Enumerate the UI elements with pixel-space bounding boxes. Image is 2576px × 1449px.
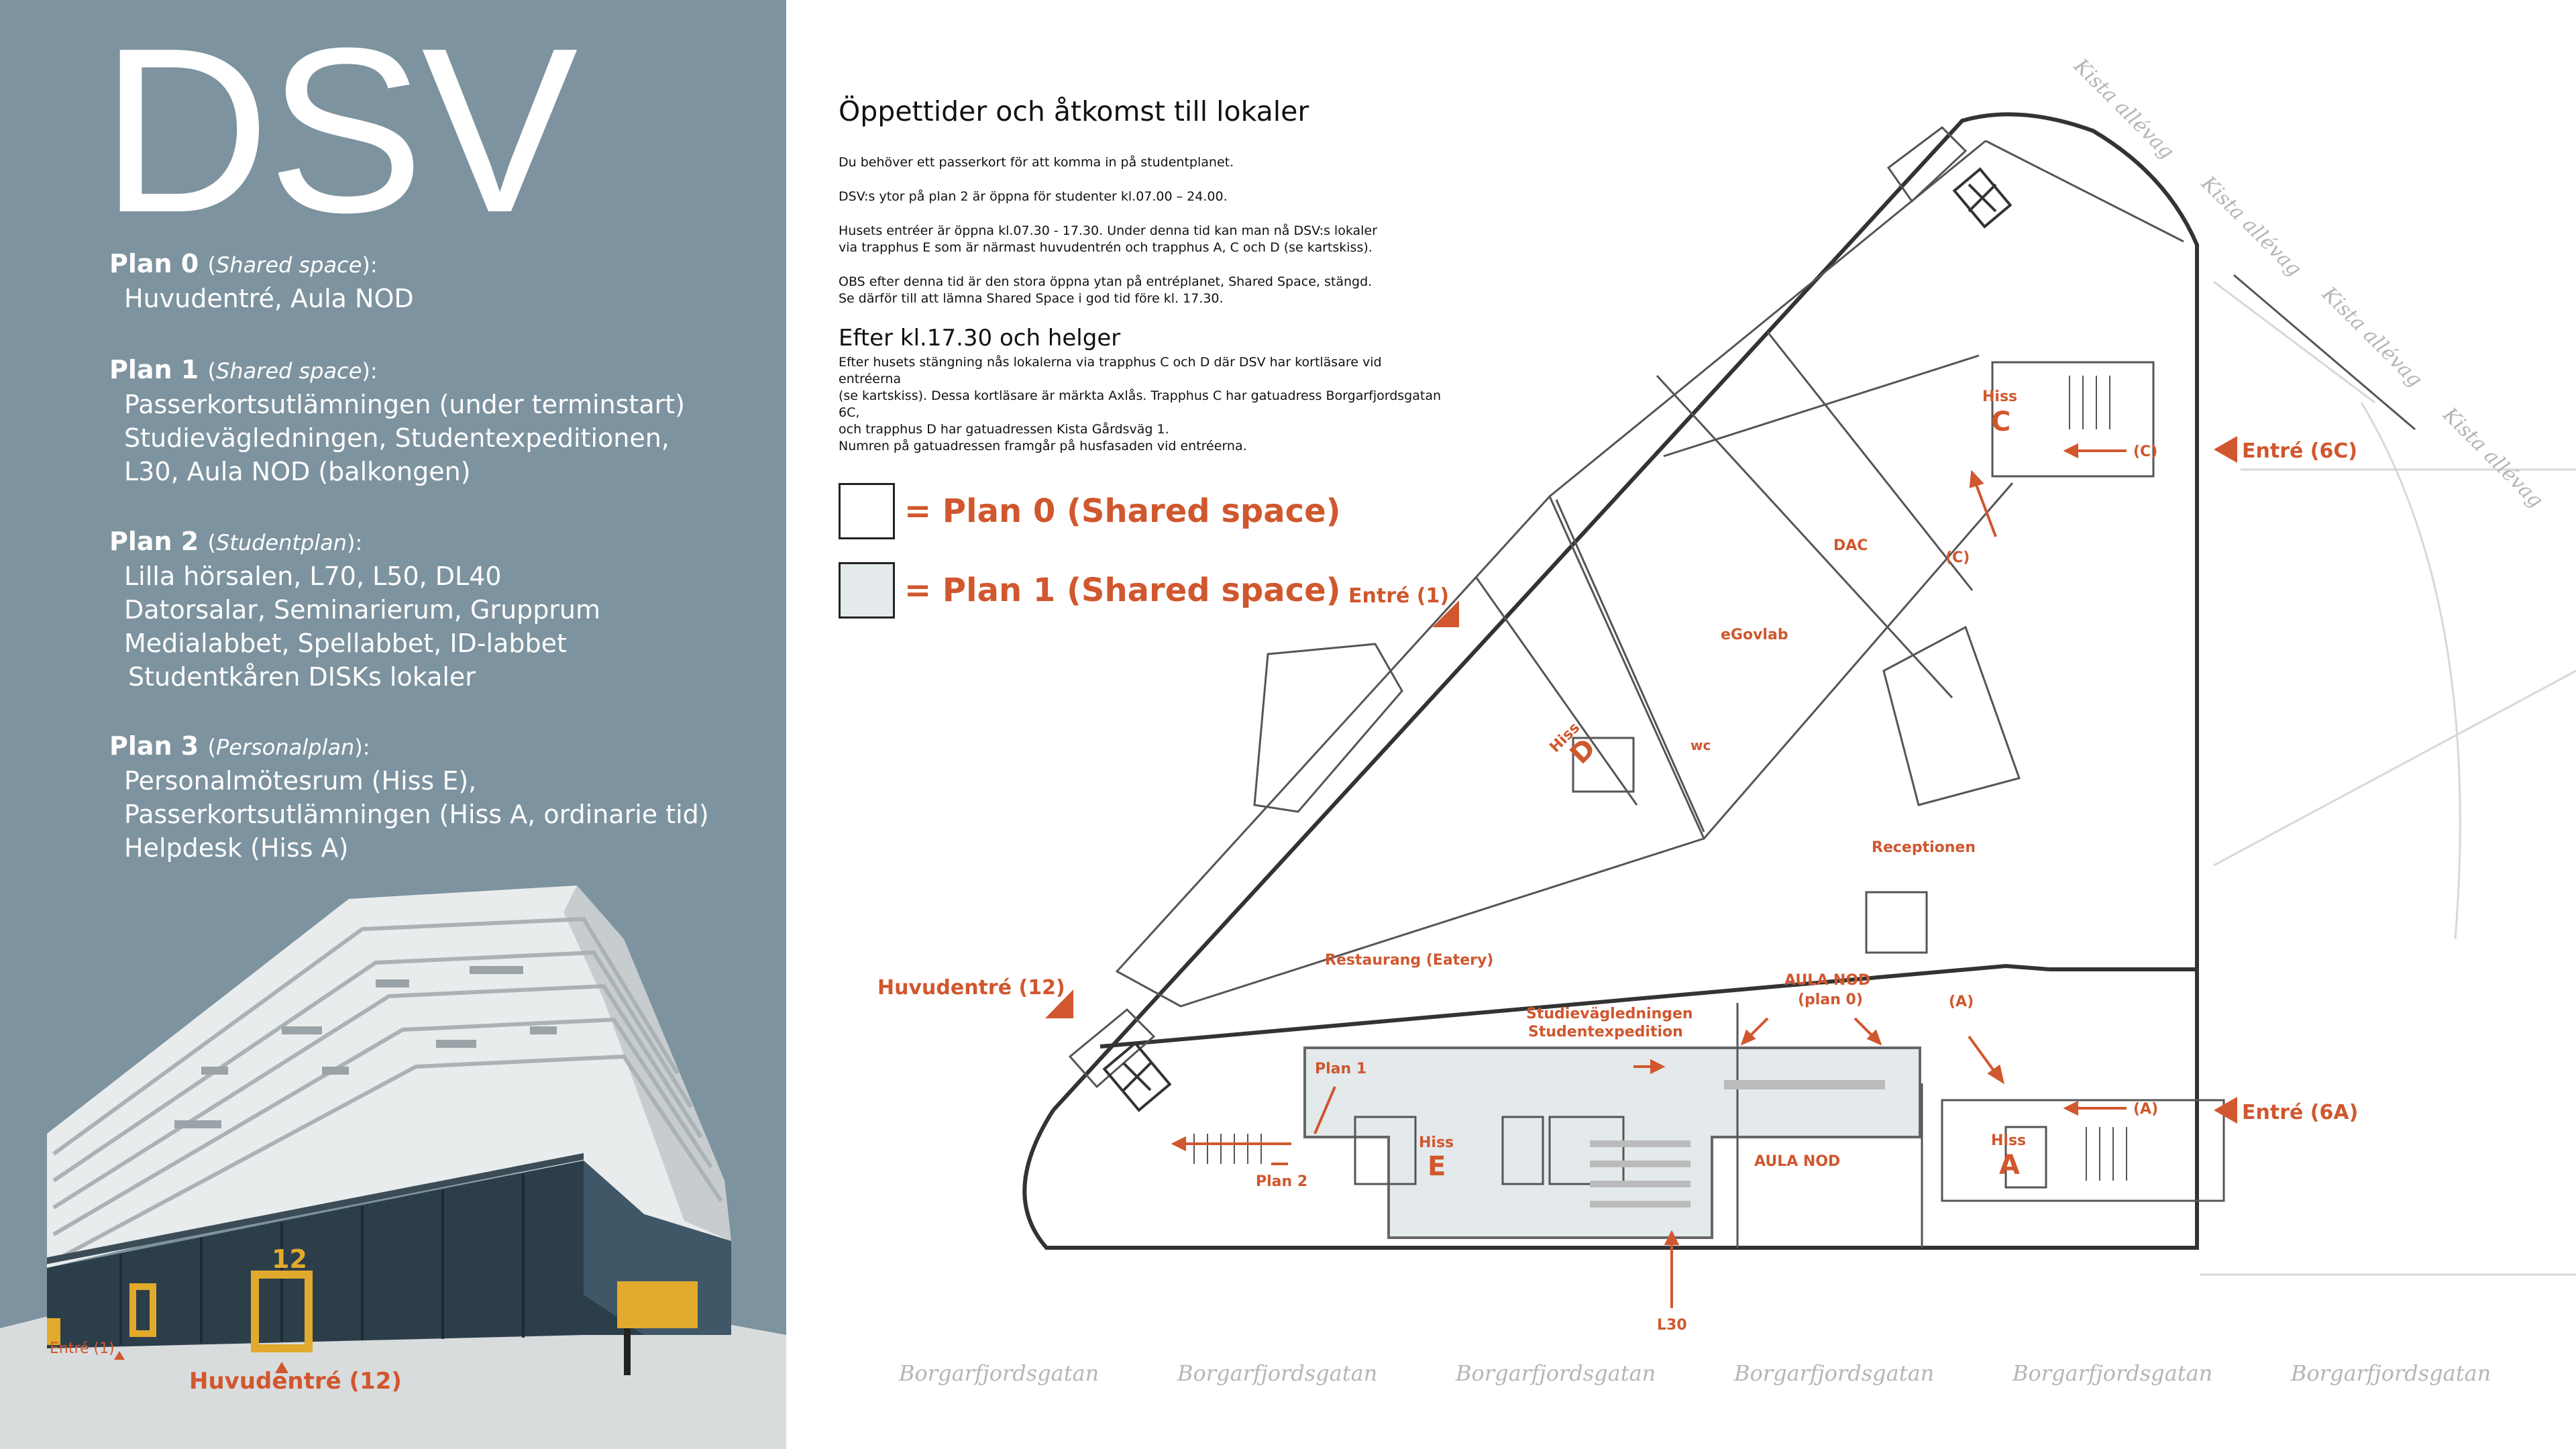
- info-paragraph: Du behöver ett passerkort för att komma …: [839, 155, 1234, 170]
- legend-plan1: = Plan 1 (Shared space): [839, 562, 1341, 619]
- dsv-logo: DSV: [101, 0, 578, 262]
- label-c-1: (C): [2133, 443, 2157, 460]
- plan-1-block: Plan 1 (Shared space): Passerkortsutlämn…: [109, 353, 685, 488]
- street-borgar-3: Borgarfjordsgatan: [1455, 1360, 1656, 1386]
- info-line: Husets entréer är öppna kl.07.30 - 17.30…: [839, 223, 1377, 238]
- room-l30: L30: [1657, 1317, 1687, 1334]
- legend-swatch: [839, 483, 895, 539]
- plan-item: Studievägledningen, Studentexpeditionen,: [124, 423, 669, 453]
- street-kista-1: Kista allévag: [2069, 54, 2179, 164]
- label-a-2: (A): [1949, 994, 1974, 1010]
- hiss-a-letter: A: [1999, 1150, 2020, 1181]
- room-aula-plan0-a: AULA NOD: [1784, 972, 1870, 989]
- info-paragraph: DSV:s ytor på plan 2 är öppna för studen…: [839, 189, 1228, 204]
- plan-item: Lilla hörsalen, L70, L50, DL40: [124, 561, 502, 591]
- plan-name: Plan 1: [109, 355, 199, 384]
- entre-6c-label: Entré (6C): [2242, 439, 2357, 463]
- plan-item: Passerkortsutlämningen (under terminstar…: [124, 390, 685, 419]
- street-kista-2: Kista allévag: [2196, 171, 2306, 281]
- plan-item: Personalmötesrum (Hiss E),: [124, 766, 477, 796]
- plan-type: Studentplan: [215, 530, 347, 555]
- street-kista-3: Kista allévag: [2317, 282, 2427, 392]
- building-illustration: 12 Entré (1) Huvudentré (12): [0, 885, 786, 1449]
- entre-1-marker: [1432, 600, 1459, 627]
- plan-item: Datorsalar, Seminarierum, Grupprum: [124, 595, 601, 625]
- hiss-e-letter: E: [1428, 1151, 1446, 1182]
- building-number-sign: 12: [272, 1244, 307, 1274]
- entre-6a-marker: [2214, 1097, 2237, 1124]
- legend-swatch: [839, 562, 895, 619]
- plan-item: Huvudentré, Aula NOD: [124, 284, 414, 313]
- label-a-1: (A): [2133, 1101, 2158, 1118]
- plan-name: Plan 3: [109, 731, 199, 761]
- huvudentre-marker: [1045, 989, 1073, 1018]
- plan-item: L30, Aula NOD (balkongen): [124, 457, 471, 486]
- info-line: och trapphus D har gatuadressen Kista Gå…: [839, 422, 1169, 437]
- huvudentre-marker: [275, 1362, 288, 1373]
- plan-name: Plan 2: [109, 527, 199, 556]
- room-aula-plan0-b: (plan 0): [1798, 991, 1863, 1008]
- info-line: Numren på gatuadressen framgår på husfas…: [839, 439, 1247, 453]
- building-entre1-label: Entré (1): [50, 1340, 115, 1357]
- label-plan1: Plan 1: [1315, 1061, 1366, 1077]
- plan-type: Shared space: [215, 358, 362, 384]
- after-hours-title: Efter kl.17.30 och helger: [839, 325, 1121, 352]
- info-line: (se kartskiss). Dessa kortläsare är märk…: [839, 388, 1442, 420]
- plan-type: Shared space: [215, 252, 362, 278]
- plan-item: Medialabbet, Spellabbet, ID-labbet: [124, 629, 567, 658]
- plan-0-block: Plan 0 (Shared space): Huvudentré, Aula …: [109, 247, 414, 315]
- room-egovlab: eGovlab: [1721, 627, 1788, 643]
- building-outline: [1022, 112, 2199, 1250]
- street-borgar-2: Borgarfjordsgatan: [1177, 1360, 1377, 1386]
- plan-2-block: Plan 2 (Studentplan): Lilla hörsalen, L7…: [109, 525, 600, 694]
- room-studievagledning: Studievägledningen: [1526, 1006, 1693, 1022]
- legend-label: = Plan 1 (Shared space): [904, 572, 1341, 609]
- legend-label: = Plan 0 (Shared space): [904, 492, 1341, 530]
- plan-item: Passerkortsutlämningen (Hiss A, ordinari…: [124, 800, 709, 829]
- hiss-a-label: Hiss: [1991, 1132, 2026, 1149]
- room-aula-nod: AULA NOD: [1754, 1153, 1840, 1170]
- room-dac: DAC: [1833, 537, 1868, 554]
- info-line: Se därför till att lämna Shared Space i …: [839, 291, 1224, 306]
- hiss-e-label: Hiss: [1419, 1134, 1454, 1151]
- street-borgar-5: Borgarfjordsgatan: [2012, 1360, 2212, 1386]
- plan-item: Helpdesk (Hiss A): [124, 833, 349, 863]
- plan-name: Plan 0: [109, 249, 199, 278]
- label-c-2: (C): [1945, 549, 1970, 566]
- huvudentre-label: Huvudentré (12): [877, 976, 1065, 1000]
- entre-1-label: Entré (1): [1348, 584, 1449, 608]
- info-line: Efter husets stängning nås lokalerna via…: [839, 355, 1382, 386]
- label-plan2: Plan 2: [1256, 1173, 1307, 1190]
- plan-type: Personalplan: [215, 735, 355, 760]
- plan-item: Studentkåren DISKs lokaler: [128, 662, 476, 692]
- street-borgar-4: Borgarfjordsgatan: [1733, 1360, 1934, 1386]
- room-receptionen: Receptionen: [1872, 839, 1976, 856]
- street-borgar-6: Borgarfjordsgatan: [2290, 1360, 2491, 1386]
- building-huvudentre-label: Huvudentré (12): [189, 1368, 402, 1395]
- street-borgar-1: Borgarfjordsgatan: [898, 1360, 1099, 1386]
- room-restaurang: Restaurang (Eatery): [1325, 952, 1493, 969]
- page-title: Öppettider och åtkomst till lokaler: [839, 95, 1309, 127]
- room-studentexpedition: Studentexpedition: [1528, 1024, 1683, 1040]
- info-line: via trapphus E som är närmast huvudentré…: [839, 240, 1373, 255]
- hiss-c-label: Hiss: [1982, 388, 2017, 405]
- entre-6c-marker: [2214, 436, 2237, 463]
- info-block: Öppettider och åtkomst till lokaler Du b…: [839, 95, 1442, 472]
- entre1-marker: [114, 1351, 125, 1360]
- entre-6a-label: Entré (6A): [2242, 1101, 2358, 1124]
- info-line: OBS efter denna tid är den stora öppna y…: [839, 274, 1373, 289]
- plan-3-block: Plan 3 (Personalplan): Personalmötesrum …: [109, 729, 709, 865]
- left-panel: DSV Plan 0 (Shared space): Huvudentré, A…: [0, 0, 786, 1449]
- hiss-c-letter: C: [1991, 407, 2010, 437]
- legend-plan0: = Plan 0 (Shared space): [839, 483, 1341, 539]
- street-kista-4: Kista allévag: [2438, 402, 2548, 513]
- room-wc: wc: [1690, 737, 1711, 753]
